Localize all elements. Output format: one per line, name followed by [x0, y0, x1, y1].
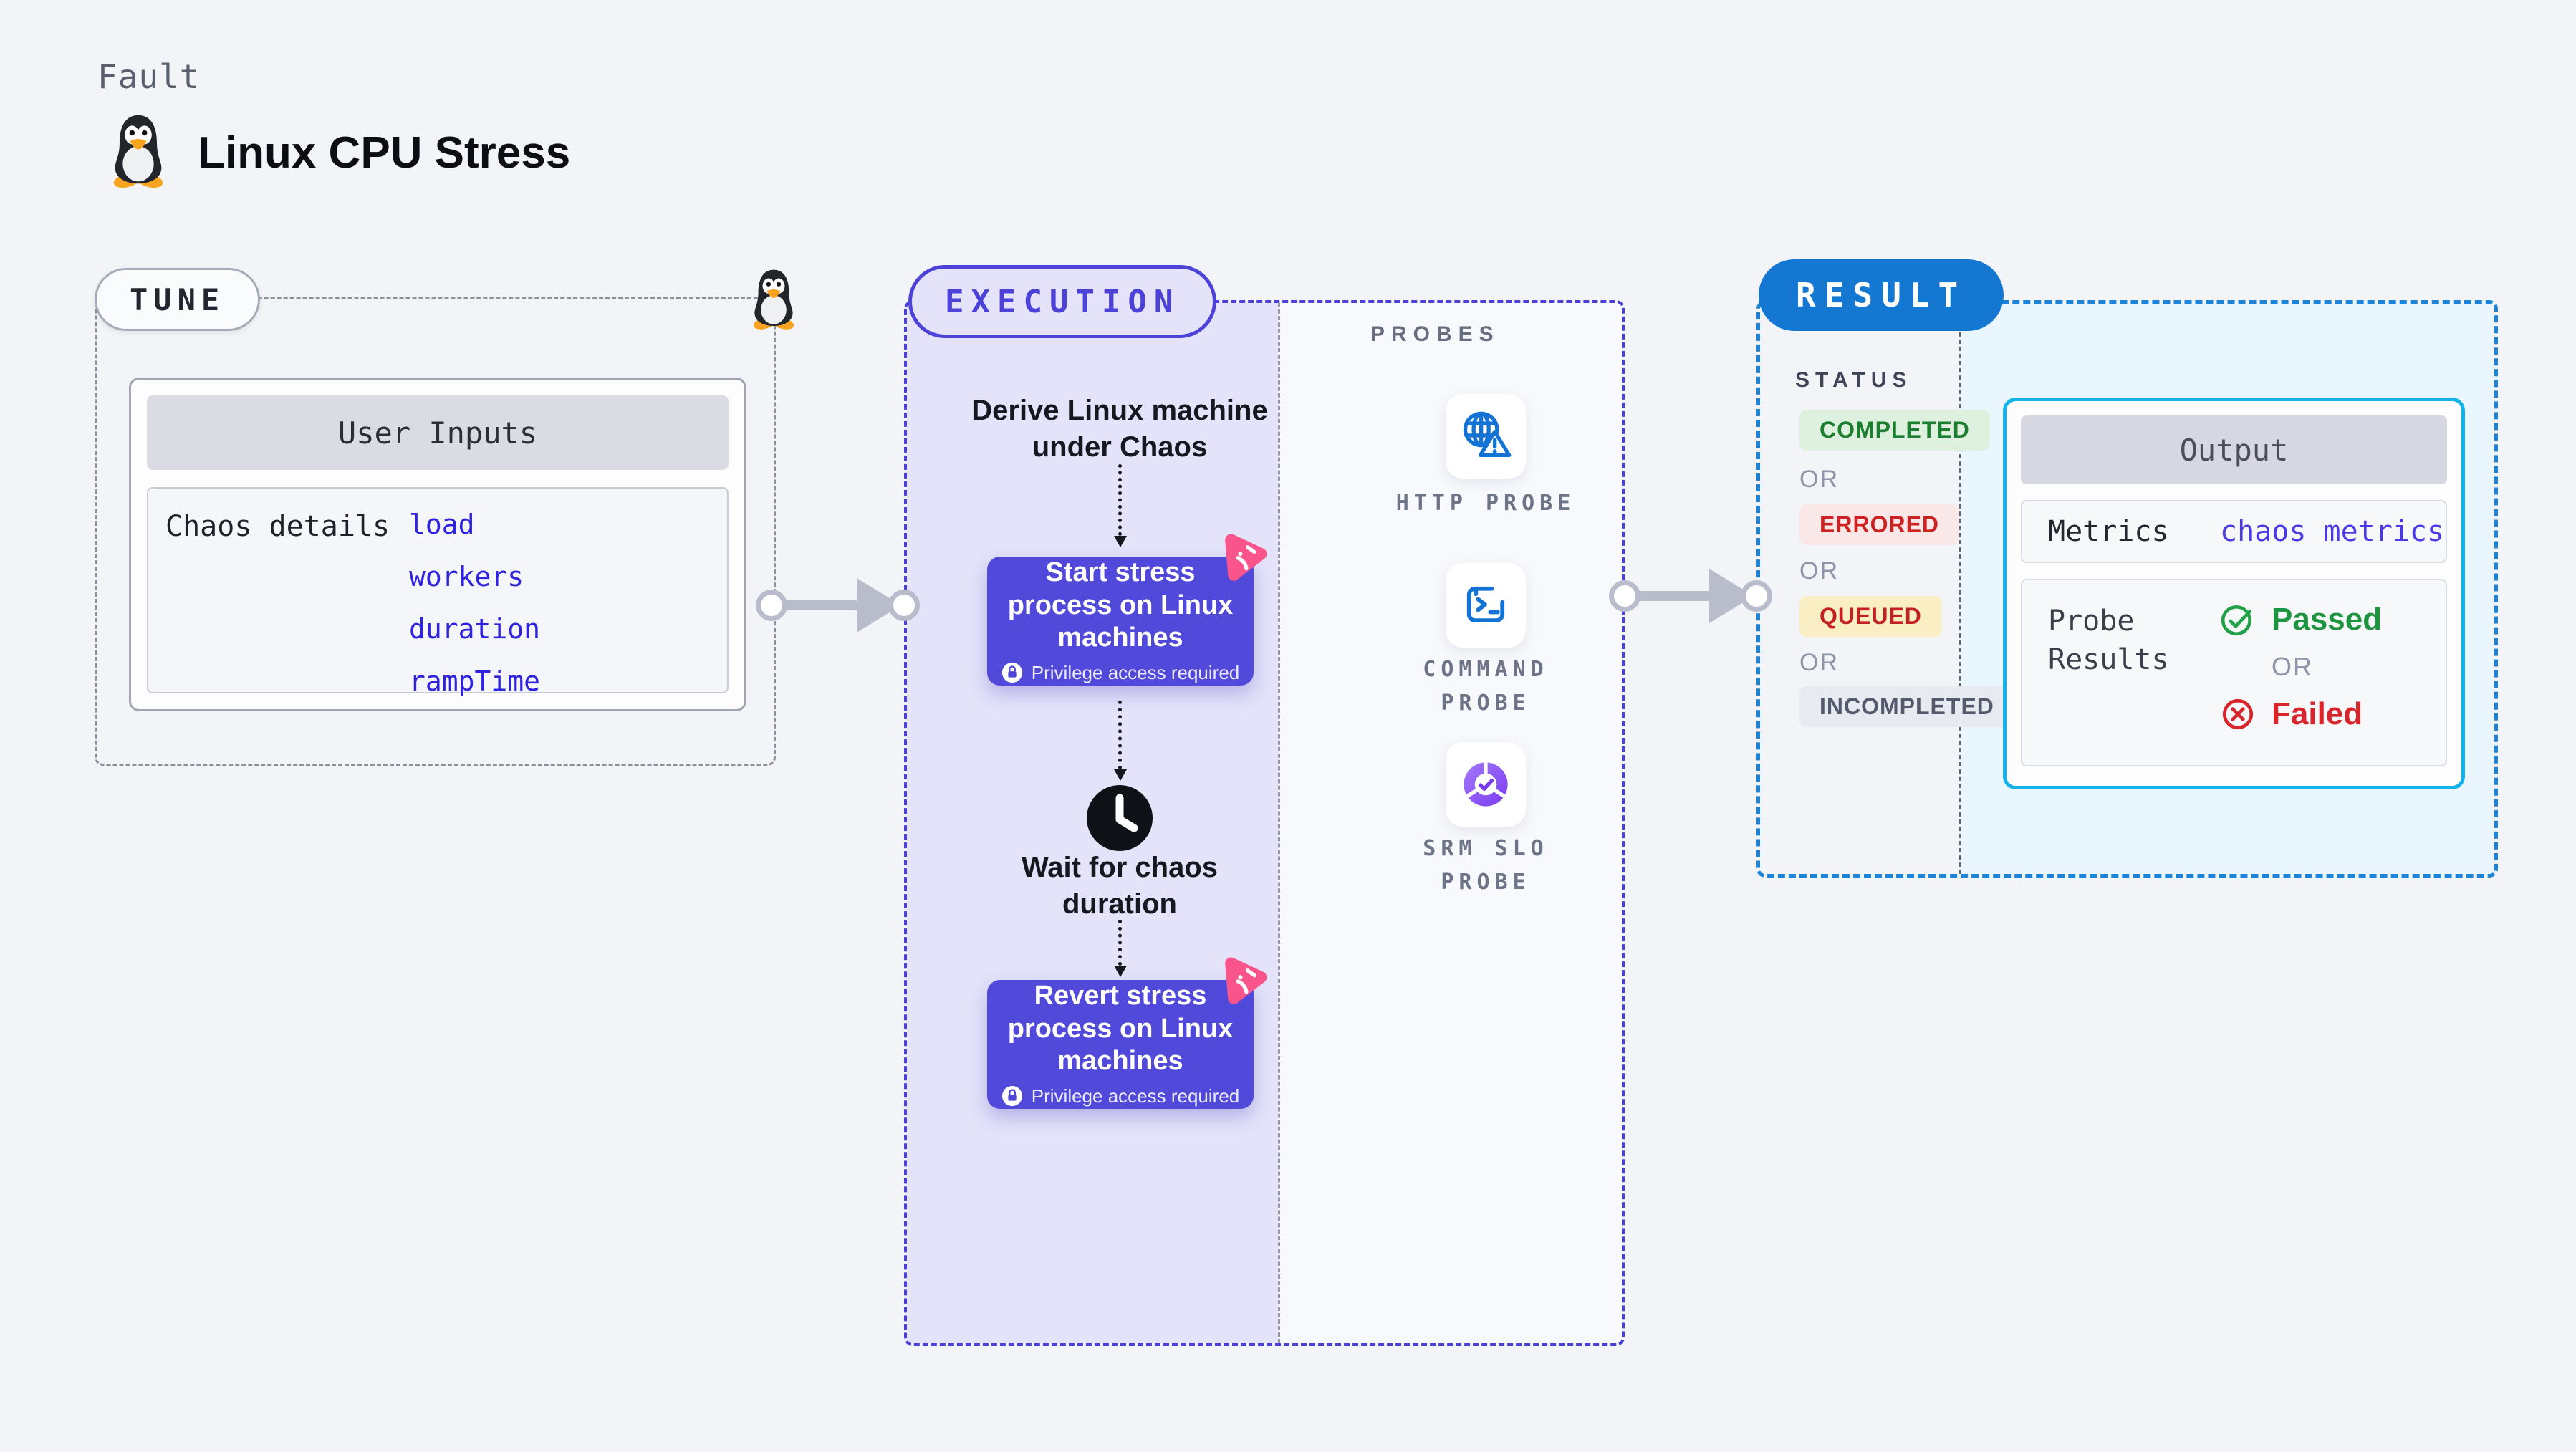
privilege-note: Privilege access required — [1001, 1085, 1239, 1107]
link-rampTime[interactable]: rampTime — [409, 665, 541, 697]
connector-dot — [1741, 580, 1772, 612]
passed-text: Passed — [2272, 602, 2383, 637]
linux-penguin-icon-small — [753, 269, 794, 330]
privilege-note-text: Privilege access required — [1031, 1085, 1240, 1107]
privilege-note-text: Privilege access required — [1031, 661, 1240, 683]
status-badge-completed: COMPLETED — [1799, 410, 1990, 451]
probe-results-label: Probe Results — [2048, 605, 2169, 676]
globe-alert-icon — [1463, 411, 1512, 458]
terminal-icon — [1466, 586, 1505, 623]
probe-results-row: Probe Results Passed OR Failed — [2021, 579, 2447, 766]
derive-step-text: Derive Linux machine under Chaos — [971, 395, 1268, 463]
lock-icon — [1001, 663, 1022, 683]
check-circle-icon — [2221, 605, 2252, 636]
or-label: OR — [2272, 652, 2313, 681]
flow-arrow-down — [1114, 464, 1127, 547]
output-header: Output — [2021, 415, 2447, 484]
execution-badge: EXECUTION — [908, 265, 1217, 338]
srm-slo-probe-label: SRM SLO PROBE — [1423, 836, 1549, 895]
page-title: Linux CPU Stress — [198, 128, 571, 178]
chaos-metrics-link[interactable]: chaos metrics — [2220, 515, 2445, 548]
chaos-fault-icon — [1225, 957, 1267, 1004]
flow-arrow-down — [1114, 701, 1127, 781]
srm-slo-probe-card — [1446, 742, 1526, 827]
http-probe-label: HTTP PROBE — [1395, 491, 1576, 516]
privilege-note: Privilege access required — [1001, 662, 1239, 684]
or-label: OR — [1799, 649, 1839, 676]
status-badge-incompleted: INCOMPLETED — [1799, 686, 2014, 727]
connector-dot — [888, 590, 920, 621]
start-stress-node: Start stress process on Linux machines P… — [987, 557, 1254, 686]
link-workers[interactable]: workers — [409, 561, 524, 592]
start-stress-label: Start stress process on Linux machines — [1007, 557, 1234, 653]
tune-section — [95, 297, 776, 766]
tune-links: load workers duration rampTime — [409, 509, 541, 697]
connector-dot — [1609, 580, 1640, 612]
status-badge-errored: ERRORED — [1799, 504, 1960, 545]
passed-line: Passed — [2220, 602, 2382, 638]
or-label: OR — [1799, 557, 1839, 585]
metrics-label: Metrics — [2048, 515, 2169, 548]
wait-step-text: Wait for chaos duration — [1021, 852, 1219, 920]
wait-clock-icon — [1087, 785, 1153, 851]
chaos-fault-icon — [1225, 534, 1267, 581]
tune-badge: TUNE — [95, 268, 261, 331]
connector-dot — [756, 590, 787, 621]
metrics-row: Metrics chaos metrics — [2021, 500, 2447, 563]
status-title: STATUS — [1795, 368, 1913, 392]
status-badge-queued: QUEUED — [1799, 596, 1942, 637]
command-probe-card — [1446, 563, 1526, 648]
revert-stress-label: Revert stress process on Linux machines — [1007, 981, 1234, 1077]
or-label: OR — [1799, 466, 1839, 493]
result-badge: RESULT — [1759, 259, 2004, 331]
link-load[interactable]: load — [409, 509, 475, 540]
fault-eyebrow: Fault — [97, 57, 201, 96]
lock-icon — [1001, 1086, 1022, 1107]
output-card: Output Metrics chaos metrics Probe Resul… — [2003, 398, 2465, 789]
http-probe-card — [1446, 394, 1526, 479]
failed-line: Failed — [2220, 696, 2382, 732]
x-circle-icon — [2222, 698, 2254, 730]
probe-results-values: Passed OR Failed — [2220, 602, 2382, 732]
user-inputs-card: User Inputs Chaos details load workers d… — [129, 378, 746, 711]
flow-arrow-down — [1114, 920, 1127, 977]
revert-stress-node: Revert stress process on Linux machines … — [987, 980, 1254, 1109]
user-inputs-header: User Inputs — [147, 395, 729, 470]
probes-panel — [1278, 303, 1622, 1343]
chaos-details-label: Chaos details — [165, 510, 390, 543]
command-probe-label: COMMAND PROBE — [1423, 657, 1549, 716]
link-duration[interactable]: duration — [409, 613, 541, 645]
probes-title: PROBES — [1370, 322, 1500, 346]
linux-penguin-icon — [113, 115, 163, 188]
slo-donut-icon — [1464, 762, 1508, 807]
user-inputs-body: Chaos details load workers duration ramp… — [147, 487, 729, 697]
failed-text: Failed — [2272, 696, 2363, 731]
